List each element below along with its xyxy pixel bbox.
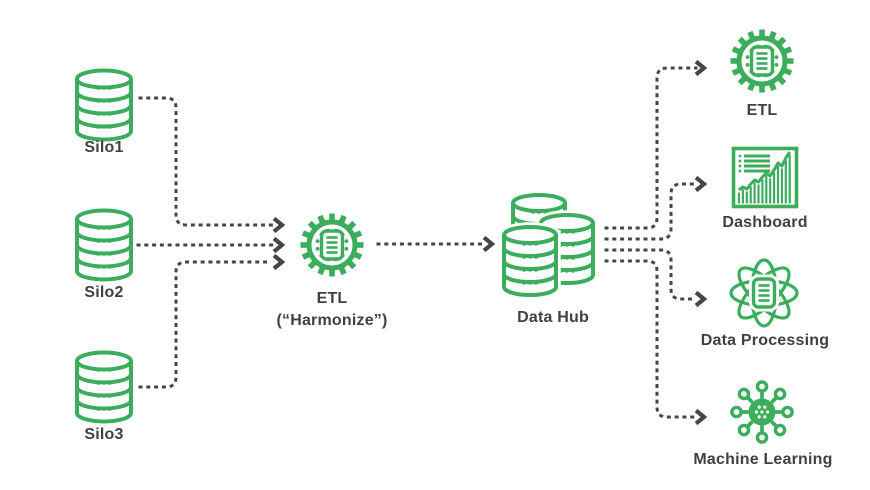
connector-silo3-to-etl (138, 260, 274, 389)
silo1-database-icon (75, 68, 133, 142)
data-hub-database-stack-icon (499, 190, 598, 300)
machine-learning-network-icon (730, 380, 794, 444)
data-hub-label: Data Hub (517, 309, 589, 326)
machine-learning-label: Machine Learning (693, 451, 833, 468)
etl-output-gear-icon (730, 29, 794, 93)
arrowhead-icon (272, 236, 286, 254)
connector-datahub-to-etl-out (604, 66, 698, 230)
dashboard-bar-chart-icon (731, 146, 799, 209)
silo3-database-icon (75, 350, 133, 424)
connector-silo1-to-etl (138, 96, 274, 227)
silo3-label: Silo3 (84, 426, 124, 443)
arrowhead-icon (482, 235, 496, 253)
etl-out-label: ETL (746, 102, 778, 119)
data-processing-label: Data Processing (700, 332, 830, 349)
etl-center-label: ETL (316, 290, 348, 307)
arrowhead-icon (272, 253, 286, 271)
etl-center-sublabel: (“Harmonize”) (276, 312, 388, 329)
silo2-label: Silo2 (84, 284, 124, 301)
dashboard-label: Dashboard (722, 214, 808, 231)
data-processing-atom-icon (729, 258, 799, 328)
arrowhead-icon (694, 175, 708, 193)
connector-datahub-to-dataprocessing (604, 248, 698, 301)
silo2-database-icon (75, 208, 133, 282)
connector-datahub-to-machinelearning (604, 259, 698, 419)
arrowhead-icon (272, 216, 286, 234)
connector-datahub-to-dashboard (604, 182, 698, 241)
arrowhead-icon (694, 290, 708, 308)
silo1-label: Silo1 (84, 139, 124, 156)
arrowhead-icon (694, 59, 708, 77)
arrowhead-icon (694, 408, 708, 426)
etl-gear-icon (300, 213, 364, 277)
